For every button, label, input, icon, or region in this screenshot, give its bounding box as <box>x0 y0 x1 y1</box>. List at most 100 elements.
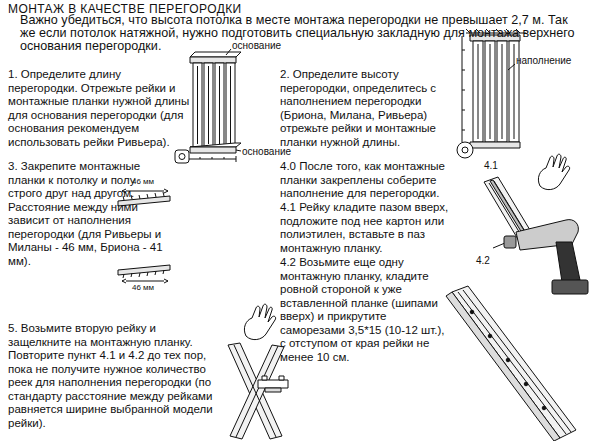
partition-base-sketch <box>190 52 241 57</box>
snap-detail-sketch <box>262 376 267 380</box>
partition-base-sketch <box>208 66 209 144</box>
mounting-strip-sketch <box>147 194 148 198</box>
leader-line <box>226 49 231 55</box>
mounting-strip-sketch <box>139 195 140 199</box>
dimension-label: 46 мм <box>132 177 172 187</box>
tape-measure <box>462 130 465 131</box>
tape-measure <box>175 150 236 163</box>
drill-sketch <box>556 242 580 282</box>
tape-measure <box>212 157 213 159</box>
partition-fill-sketch <box>470 142 520 148</box>
partition-fill-sketch <box>473 41 483 142</box>
mounting-strip-sketch <box>147 272 148 276</box>
tape-measure <box>462 50 465 51</box>
partition-fill-sketch <box>502 44 503 139</box>
tape-measure <box>179 154 185 160</box>
drill-sketch <box>504 236 516 248</box>
tape-measure <box>462 110 465 111</box>
leader-line <box>236 150 241 151</box>
rail-screw-sketch <box>524 382 528 386</box>
tape-measure <box>462 70 465 71</box>
partition-base-sketch <box>215 63 224 147</box>
part-label: наполнение <box>516 55 586 67</box>
intro-note: Важно убедиться, что высота потолка в ме… <box>20 14 586 53</box>
hand-sketch <box>538 154 569 189</box>
mounting-strip-sketch <box>155 193 156 197</box>
mounting-strip-sketch <box>131 273 132 277</box>
partition-base-sketch <box>219 66 220 144</box>
step-text: 1. Определите длину перегородки. Отрежьт… <box>8 68 190 149</box>
partition-fill-sketch <box>497 41 507 142</box>
hand-sketch <box>244 304 275 339</box>
partition-base-sketch <box>190 52 241 153</box>
partition-base-sketch <box>190 143 241 147</box>
snap-detail-sketch <box>279 376 284 380</box>
tape-measure <box>457 142 473 158</box>
drill-sketch <box>493 220 588 294</box>
partition-fill-sketch <box>490 44 491 139</box>
partition-base-sketch <box>204 63 213 147</box>
figure-number: 4.2 <box>476 255 506 267</box>
drill-sketch <box>493 243 505 248</box>
rail-screw-sketch <box>506 358 510 362</box>
partition-base-sketch <box>193 63 202 147</box>
partition-fill-sketch <box>478 44 479 139</box>
snap-detail-sketch <box>265 388 281 392</box>
partition-fill-sketch <box>485 41 495 142</box>
tape-measure <box>200 157 201 159</box>
step-text: 4.0 После того, как монтажные планки зак… <box>280 160 478 201</box>
mounting-strip-sketch <box>163 270 164 274</box>
step-text: 4.2 Возьмите еще одну монтажную планку, … <box>280 256 452 364</box>
snap-detail-sketch <box>258 376 288 392</box>
mounting-strip-sketch <box>123 274 124 278</box>
tape-measure <box>175 150 189 163</box>
mounting-strip-sketch <box>164 279 168 283</box>
mounting-strip-sketch <box>122 279 126 283</box>
tape-measure <box>236 156 237 162</box>
rail-screw-sketch <box>446 292 560 441</box>
mounting-strip-sketch <box>139 273 140 277</box>
partition-base-sketch <box>190 57 236 63</box>
rail-screw-sketch <box>542 406 546 410</box>
partition-base-sketch <box>226 63 235 147</box>
hand-sketch <box>244 304 275 339</box>
mounting-strip-sketch <box>122 281 168 282</box>
rail-screw-sketch <box>463 290 571 432</box>
rail-assembly-sketch <box>230 345 284 439</box>
tape-measure <box>224 157 225 159</box>
leader-line <box>508 64 515 70</box>
tape-measure <box>462 147 468 153</box>
dimension-label: 46 мм <box>132 283 172 293</box>
figure-number: 4.1 <box>484 160 514 172</box>
mounting-strip-sketch <box>155 271 156 275</box>
rail-screw-sketch <box>458 292 566 434</box>
rail-screw-sketch <box>446 286 576 441</box>
mounting-strip-sketch <box>118 265 170 275</box>
rail-screw-sketch <box>488 334 492 338</box>
snap-detail-sketch <box>258 380 288 388</box>
leader-line <box>508 64 515 70</box>
hand-sketch <box>538 154 569 189</box>
partition-fill-sketch <box>514 44 515 139</box>
tape-measure <box>457 36 473 158</box>
part-label: основание <box>242 146 302 158</box>
part-label: основание <box>232 40 292 52</box>
step-text: 4.1 Рейку кладите пазом вверх, подложите… <box>280 201 476 255</box>
drill-sketch <box>552 280 588 294</box>
step-text: 2. Определите высоту перегородки, опреде… <box>280 68 458 149</box>
tape-measure <box>462 36 463 142</box>
step-text: 5. Возьмите вторую рейку и защелкните на… <box>8 322 222 430</box>
leader-line <box>226 49 241 151</box>
partition-base-sketch <box>190 147 236 153</box>
rail-screw-sketch <box>452 286 576 438</box>
rail-assembly-sketch <box>228 343 284 439</box>
mounting-strip-sketch <box>118 265 170 283</box>
partition-base-sketch <box>197 66 198 144</box>
rail-screw-sketch <box>470 310 474 314</box>
tape-measure <box>462 90 465 91</box>
mounting-strip-sketch <box>164 189 168 193</box>
step-text: 3. Закрепите монтажные планки к потолку … <box>8 160 172 268</box>
partition-fill-sketch <box>466 29 526 148</box>
partition-base-sketch <box>230 66 231 144</box>
